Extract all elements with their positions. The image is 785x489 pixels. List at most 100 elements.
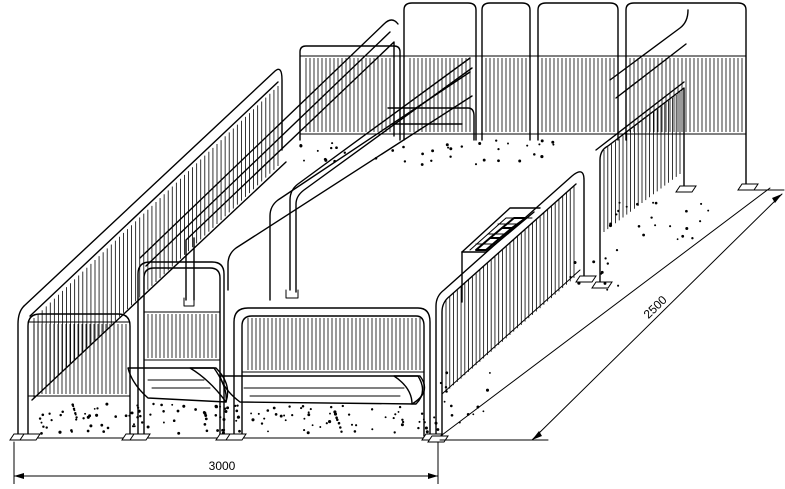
bedding-dot (604, 257, 607, 260)
foot-plate (575, 275, 597, 283)
bedding-dot (136, 416, 139, 419)
bedding-dot (393, 431, 396, 434)
bedding-dot (333, 412, 338, 416)
bedding-dot (384, 416, 387, 419)
bedding-dot (219, 405, 222, 408)
bedding-dot (488, 371, 491, 374)
bedding-dot (279, 414, 283, 418)
bedding-dot (425, 430, 429, 434)
bedding-dot (337, 421, 341, 425)
bedding-dot (307, 411, 310, 414)
front-left-panel (27, 313, 131, 437)
bedding-dot (74, 413, 77, 416)
bedding-dot (50, 419, 53, 422)
bedding-dot (472, 413, 475, 416)
bedding-dot (615, 213, 618, 216)
front-left-bars (33, 324, 127, 394)
bedding-dot (272, 406, 276, 410)
bedding-dot (341, 404, 344, 408)
bedding-dot (685, 226, 689, 231)
bedding-dot (106, 426, 110, 430)
bedding-dot (73, 409, 76, 412)
bedding-dot (171, 403, 174, 406)
bedding-dot (172, 419, 176, 423)
bedding-dot (300, 407, 303, 410)
bedding-dot (84, 412, 87, 415)
bedding-dot (299, 144, 303, 148)
foot-plate (225, 433, 247, 441)
bedding-dot (617, 209, 620, 213)
bedding-dot (422, 418, 425, 421)
bedding-dot (618, 201, 621, 204)
bedding-dot (114, 415, 117, 418)
bedding-dot (95, 413, 99, 417)
bedding-dot (569, 275, 572, 279)
bedding-dot (482, 158, 486, 162)
bedding-dot (238, 429, 241, 433)
foot-plate (19, 433, 41, 441)
bedding-dot (330, 146, 333, 150)
bedding-dot (133, 425, 136, 428)
bedding-dot (86, 429, 90, 433)
bedding-dots (38, 139, 710, 435)
bedding-dot (394, 413, 397, 416)
bedding-dot (59, 413, 62, 417)
foot-plates (9, 183, 759, 443)
bedding-dot (374, 157, 378, 160)
bedding-dot (421, 152, 424, 156)
bedding-dot (449, 404, 453, 408)
bedding-dot (235, 419, 238, 422)
bedding-dot (136, 406, 140, 409)
bedding-dot (608, 223, 613, 228)
bedding-dot (266, 409, 270, 412)
bedding-dot (449, 147, 453, 151)
bedding-dot (398, 405, 402, 409)
bedding-dot (431, 149, 435, 153)
front-right-panel (233, 307, 431, 437)
bedding-dot (444, 385, 448, 389)
bedding-dot (226, 406, 230, 410)
bedding-dot (224, 410, 228, 413)
bedding-dot (263, 417, 266, 420)
bedding-dot (402, 145, 405, 149)
bedding-dot (131, 425, 135, 428)
right-wall (595, 9, 689, 285)
bedding-dot (303, 159, 305, 162)
bedding-dot (445, 371, 449, 375)
bedding-dot (458, 421, 461, 424)
bedding-dot (592, 260, 596, 264)
bedding-dot (625, 205, 628, 208)
bedding-dot (336, 418, 339, 422)
bedding-dot (160, 403, 163, 407)
bedding-dot (267, 430, 269, 433)
bedding-dot (128, 414, 131, 417)
bedding-dot (654, 224, 657, 227)
bedding-dot (335, 146, 338, 150)
bedding-dot (124, 414, 128, 418)
bedding-dot (283, 414, 286, 417)
bedding-dot (307, 413, 311, 417)
bedding-dot (340, 430, 343, 433)
bedding-dot (370, 408, 374, 411)
bedding-dot (329, 405, 333, 409)
bedding-dot (223, 429, 226, 431)
bedding-dot (476, 405, 480, 409)
bedding-dot (162, 421, 165, 424)
trough-left (127, 367, 229, 403)
bedding-dot (401, 418, 404, 421)
bedding-dot (573, 260, 577, 265)
width-dimension: 3000 (13, 441, 439, 485)
depth-dimension-label: 2500 (641, 293, 670, 322)
bedding-dot (260, 422, 264, 425)
bedding-dot (149, 413, 152, 416)
bedding-dot (603, 281, 607, 285)
bedding-dot (88, 414, 92, 418)
back-wall (299, 2, 747, 187)
trough-right (219, 375, 426, 405)
bedding-dot (371, 428, 374, 431)
right-side-gate (435, 171, 585, 437)
bedding-dot (309, 408, 312, 411)
bedding-dot (707, 209, 710, 212)
bedding-dot (353, 430, 357, 433)
